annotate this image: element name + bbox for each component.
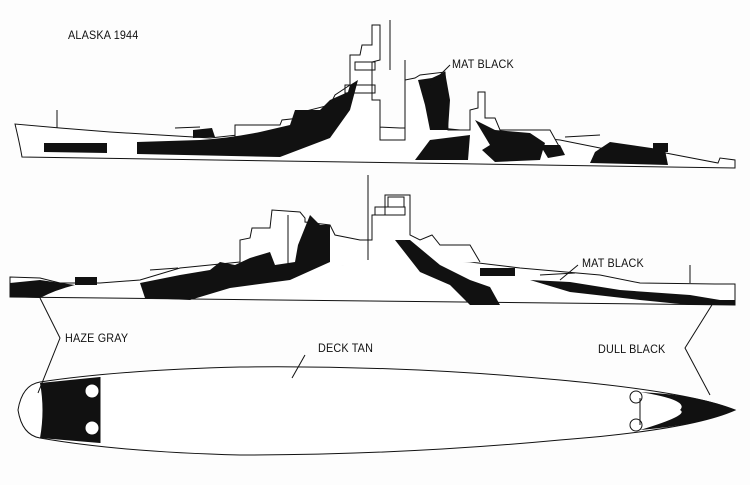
bottom-profile-ship (9, 175, 736, 306)
label-mat-black-top: MAT BLACK (452, 57, 514, 71)
deck-plan (17, 366, 737, 456)
label-mat-black-bottom: MAT BLACK (582, 256, 644, 270)
label-haze-gray: HAZE GRAY (65, 331, 129, 345)
top-profile-camo (44, 72, 668, 165)
label-deck-tan: DECK TAN (318, 341, 374, 355)
label-dull-black: DULL BLACK (598, 342, 666, 356)
bottom-profile-camo (10, 215, 735, 305)
leader-lines (37, 64, 716, 396)
drawing-title: ALASKA 1944 (68, 28, 139, 42)
